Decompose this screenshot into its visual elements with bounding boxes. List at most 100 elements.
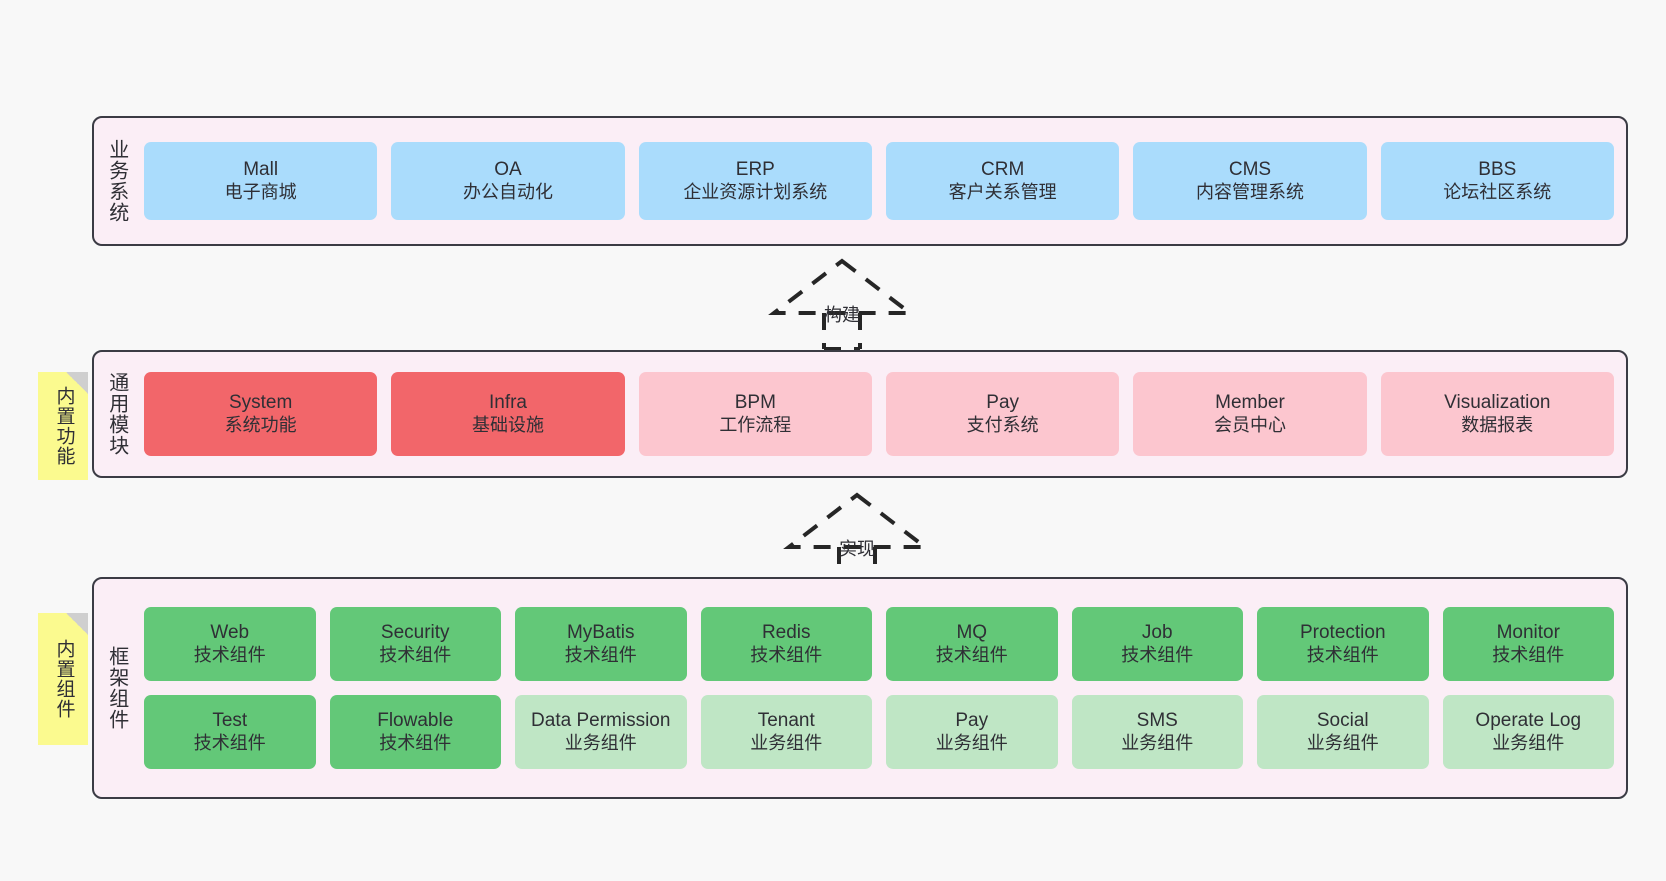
card-crm-name: CRM <box>981 159 1025 181</box>
card-bbs-desc: 论坛社区系统 <box>1443 181 1552 202</box>
card-sms[interactable]: SMS 业务组件 <box>1071 695 1243 769</box>
card-erp-name: ERP <box>735 159 775 181</box>
card-job[interactable]: Job 技术组件 <box>1071 607 1243 681</box>
note-fold-corner-icon <box>66 613 88 635</box>
card-bpm-name: BPM <box>734 392 776 414</box>
layer-common-modules-body: System 系统功能 Infra 基础设施 BPM 工作流程 Pay 支付系统… <box>138 352 1626 476</box>
layer-business-system-body: Mall 电子商城 OA 办公自动化 ERP 企业资源计划系统 CRM 客户关系… <box>138 118 1626 244</box>
arrow-build-shape <box>768 258 916 351</box>
card-pay-module[interactable]: Pay 支付系统 <box>885 372 1120 456</box>
card-social-desc: 业务组件 <box>1306 732 1379 753</box>
layer-business-system-title: 业务系统 <box>105 139 128 223</box>
card-tenant-desc: 业务组件 <box>750 732 823 753</box>
card-flowable-desc: 技术组件 <box>379 732 452 753</box>
card-tenant-name: Tenant <box>757 710 815 732</box>
layer-framework-components-body: Web 技术组件 Security 技术组件 MyBatis 技术组件 Redi… <box>138 579 1626 797</box>
framework-row-technical: Web 技术组件 Security 技术组件 MyBatis 技术组件 Redi… <box>144 607 1614 681</box>
card-data-permission-desc: 业务组件 <box>564 732 637 753</box>
card-system-desc: 系统功能 <box>224 414 297 435</box>
card-social-name: Social <box>1316 710 1369 732</box>
layer-business-system: 业务系统 Mall 电子商城 OA 办公自动化 ERP 企业资源计划系统 CRM… <box>92 116 1628 246</box>
card-oa-name: OA <box>494 159 522 181</box>
card-infra[interactable]: Infra 基础设施 <box>391 372 625 456</box>
card-security-desc: 技术组件 <box>379 644 452 665</box>
card-sms-name: SMS <box>1136 710 1178 732</box>
card-protection-desc: 技术组件 <box>1306 644 1379 665</box>
card-cms-desc: 内容管理系统 <box>1195 181 1304 202</box>
card-tenant[interactable]: Tenant 业务组件 <box>700 695 872 769</box>
layer-common-modules-title: 通用模块 <box>105 372 128 456</box>
card-erp-desc: 企业资源计划系统 <box>683 181 828 202</box>
card-job-name: Job <box>1141 622 1173 644</box>
card-monitor-desc: 技术组件 <box>1492 644 1565 665</box>
card-erp[interactable]: ERP 企业资源计划系统 <box>638 142 872 220</box>
card-flowable-name: Flowable <box>377 710 454 732</box>
card-member[interactable]: Member 会员中心 <box>1133 372 1367 456</box>
card-crm-desc: 客户关系管理 <box>948 181 1057 202</box>
card-oa[interactable]: OA 办公自动化 <box>391 142 625 220</box>
framework-row-business: Test 技术组件 Flowable 技术组件 Data Permission … <box>144 695 1614 769</box>
card-protection-name: Protection <box>1299 622 1386 644</box>
card-visualization-desc: 数据报表 <box>1461 414 1534 435</box>
arrow-build-label: 构建 <box>824 305 860 325</box>
card-oa-desc: 办公自动化 <box>462 181 553 202</box>
layer-framework-components-title: 框架组件 <box>105 646 128 730</box>
card-mybatis[interactable]: MyBatis 技术组件 <box>515 607 687 681</box>
card-mall-desc: 电子商城 <box>224 181 297 202</box>
card-protection[interactable]: Protection 技术组件 <box>1257 607 1429 681</box>
card-mq-name: MQ <box>956 622 988 644</box>
card-bbs-name: BBS <box>1478 159 1517 181</box>
card-mybatis-desc: 技术组件 <box>564 644 637 665</box>
note-builtin-features-label: 内置功能 <box>53 386 75 466</box>
note-builtin-components: 内置组件 <box>38 613 88 745</box>
card-monitor[interactable]: Monitor 技术组件 <box>1442 607 1614 681</box>
card-mall[interactable]: Mall 电子商城 <box>144 142 378 220</box>
card-operate-log-name: Operate Log <box>1475 710 1582 732</box>
card-test-desc: 技术组件 <box>193 732 266 753</box>
card-visualization-name: Visualization <box>1444 392 1551 414</box>
layer-common-modules: 通用模块 System 系统功能 Infra 基础设施 BPM 工作流程 Pay… <box>92 350 1628 478</box>
card-mq-desc: 技术组件 <box>935 644 1008 665</box>
card-pay-module-name: Pay <box>986 392 1020 414</box>
card-crm[interactable]: CRM 客户关系管理 <box>885 142 1120 220</box>
card-infra-name: Infra <box>488 392 527 414</box>
card-redis-desc: 技术组件 <box>750 644 823 665</box>
card-data-permission[interactable]: Data Permission 业务组件 <box>515 695 687 769</box>
card-bpm-desc: 工作流程 <box>719 414 792 435</box>
note-builtin-features: 内置功能 <box>38 372 88 480</box>
card-bbs[interactable]: BBS 论坛社区系统 <box>1380 142 1614 220</box>
card-member-name: Member <box>1215 392 1285 414</box>
card-security[interactable]: Security 技术组件 <box>329 607 501 681</box>
card-mybatis-name: MyBatis <box>566 622 635 644</box>
card-data-permission-name: Data Permission <box>531 710 671 732</box>
card-pay-module-desc: 支付系统 <box>966 414 1039 435</box>
card-job-desc: 技术组件 <box>1121 644 1194 665</box>
card-operate-log[interactable]: Operate Log 业务组件 <box>1442 695 1614 769</box>
card-infra-desc: 基础设施 <box>471 414 544 435</box>
card-pay-component-desc: 业务组件 <box>935 732 1008 753</box>
card-cms[interactable]: CMS 内容管理系统 <box>1133 142 1367 220</box>
note-builtin-components-label: 内置组件 <box>53 639 75 719</box>
card-pay-component-name: Pay <box>955 710 989 732</box>
card-system[interactable]: System 系统功能 <box>144 372 378 456</box>
card-web[interactable]: Web 技术组件 <box>144 607 316 681</box>
layer-framework-components: 框架组件 Web 技术组件 Security 技术组件 MyBatis 技术组件… <box>92 577 1628 799</box>
card-test[interactable]: Test 技术组件 <box>144 695 316 769</box>
card-visualization[interactable]: Visualization 数据报表 <box>1380 372 1614 456</box>
arrow-build: 构建 <box>762 255 922 351</box>
note-fold-corner-icon <box>66 372 88 394</box>
card-bpm[interactable]: BPM 工作流程 <box>638 372 872 456</box>
card-flowable[interactable]: Flowable 技术组件 <box>329 695 501 769</box>
card-pay-component[interactable]: Pay 业务组件 <box>886 695 1058 769</box>
card-redis[interactable]: Redis 技术组件 <box>700 607 872 681</box>
card-cms-name: CMS <box>1228 159 1272 181</box>
card-test-name: Test <box>212 710 248 732</box>
arrow-implement-label: 实现 <box>839 539 875 559</box>
card-web-name: Web <box>210 622 250 644</box>
card-system-name: System <box>228 392 293 414</box>
card-sms-desc: 业务组件 <box>1121 732 1194 753</box>
card-mq[interactable]: MQ 技术组件 <box>886 607 1058 681</box>
card-mall-name: Mall <box>243 159 279 181</box>
card-social[interactable]: Social 业务组件 <box>1257 695 1429 769</box>
